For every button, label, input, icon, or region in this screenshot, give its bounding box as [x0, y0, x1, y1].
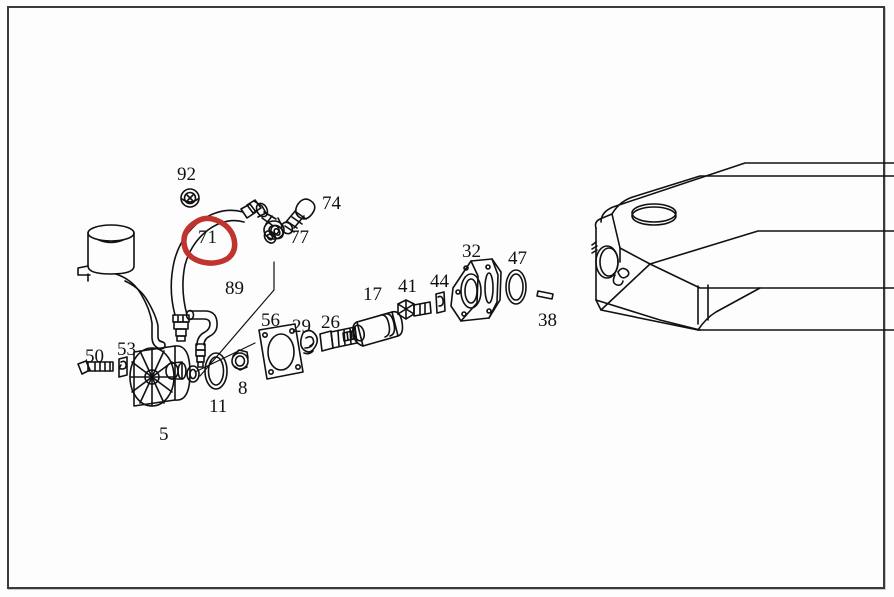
sealing-washers-77 — [263, 224, 284, 244]
callout-53: 53 — [117, 339, 136, 360]
lock-washer-53 — [118, 356, 128, 378]
callout-38: 38 — [538, 310, 557, 331]
callout-29: 29 — [292, 316, 311, 337]
callout-77: 77 — [290, 227, 309, 248]
callout-56: 56 — [261, 310, 280, 331]
callout-44: 44 — [430, 271, 449, 292]
callout-5: 5 — [159, 424, 169, 445]
o-ring-11 — [204, 352, 228, 390]
dowel-pin-38 — [536, 290, 554, 300]
flange-gasket-56 — [258, 323, 304, 380]
callout-41: 41 — [398, 276, 417, 297]
image-frame — [7, 6, 885, 589]
callout-47: 47 — [508, 248, 527, 269]
callout-89: 89 — [225, 278, 244, 299]
callout-26: 26 — [321, 312, 340, 333]
return-hose-89 — [185, 309, 218, 368]
fluid-reservoir — [77, 224, 135, 282]
valve-cover — [591, 162, 894, 331]
bolt-50 — [77, 360, 114, 375]
mounting-bracket-32 — [450, 258, 502, 322]
washer-44 — [435, 291, 446, 314]
reservoir-feed-hose — [115, 273, 166, 350]
callout-17: 17 — [363, 284, 382, 305]
o-ring-47 — [505, 269, 527, 305]
valve-housing-17 — [342, 310, 404, 347]
callout-8: 8 — [238, 378, 248, 399]
union-nut-8 — [231, 349, 249, 371]
clamp-screw-92 — [180, 188, 200, 208]
retaining-clip-29 — [299, 329, 319, 355]
hex-bolt-41 — [397, 299, 432, 320]
callout-11: 11 — [209, 396, 228, 417]
callout-74: 74 — [322, 193, 341, 214]
leader-line-89 — [199, 261, 275, 377]
callout-92: 92 — [177, 164, 196, 185]
callout-32: 32 — [462, 241, 481, 262]
callout-71: 71 — [198, 227, 217, 248]
callout-50: 50 — [85, 346, 104, 367]
power-steering-pump-5 — [129, 345, 200, 407]
